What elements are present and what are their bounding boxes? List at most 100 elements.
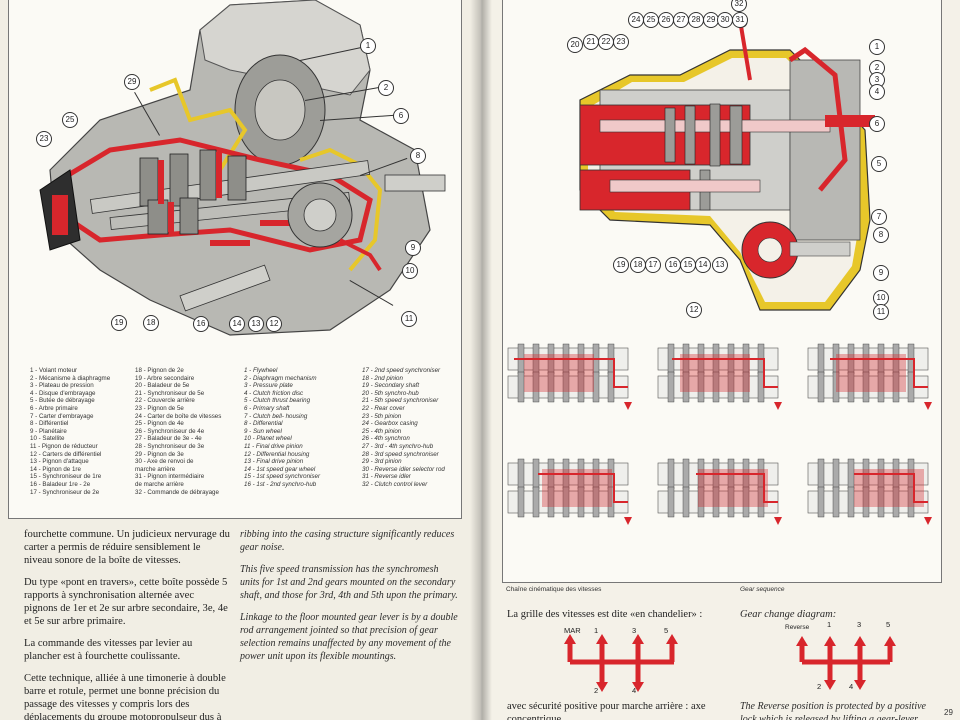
callout-6: 6 <box>393 108 409 124</box>
rc-31: 31 <box>732 12 748 28</box>
shift-en-1: 1 <box>827 620 832 629</box>
en-paragraph-3: Linkage to the floor mounted gear lever … <box>240 612 458 662</box>
legend-item: 6 - Arbre primaire <box>30 404 78 412</box>
rc-5: 5 <box>871 156 887 172</box>
callout-12: 12 <box>266 316 282 332</box>
rc-13: 13 <box>712 257 728 273</box>
legend-item: 16 - 1st - 2nd synchro-hub <box>244 480 317 488</box>
rc-19: 19 <box>613 257 629 273</box>
legend-item: 4 - Clutch friction disc <box>244 389 304 397</box>
gear-sequence-cell <box>807 343 932 410</box>
fr-paragraph-2: Du type «pont en travers», cette boîte p… <box>24 577 228 627</box>
legend-item: 12 - Differential housing <box>244 450 310 458</box>
legend-item: 18 - 2nd pinion <box>362 374 403 382</box>
rc-30: 30 <box>717 12 733 28</box>
rc-14: 14 <box>695 257 711 273</box>
transmission-cutaway-illustration <box>39 0 446 336</box>
gear-sequence-cell <box>507 458 632 525</box>
callout-9: 9 <box>405 240 421 256</box>
grille-heading-en: Gear change diagram: <box>740 609 837 620</box>
legend-item: 15 - Synchroniseur de 1re <box>30 473 102 481</box>
rc-15: 15 <box>680 257 696 273</box>
legend-item: 32 - Clutch control lever <box>362 480 428 488</box>
legend-item: 24 - Carter de boîte de vitesses <box>135 412 222 420</box>
legend-item: 15 - 1st speed synchroniser <box>244 473 321 481</box>
rc-22: 22 <box>598 34 614 50</box>
rc-4: 4 <box>869 84 885 100</box>
legend-item: 27 - 3rd - 4th synchro-hub <box>362 442 434 450</box>
legend-item: 5 - Clutch thrust bearing <box>244 397 311 405</box>
legend-item: 5 - Butée de débrayage <box>30 397 95 405</box>
legend-item: 17 - Synchroniseur de 2e <box>30 488 100 496</box>
legend-item: 24 - Gearbox casing <box>362 420 418 428</box>
rc-7: 7 <box>871 209 887 225</box>
rc-32: 32 <box>731 0 747 12</box>
book-spine-shadow <box>470 0 492 720</box>
legend-item: 25 - Pignon de 4e <box>135 420 184 428</box>
rc-24: 24 <box>628 12 644 28</box>
caption-fr: Chaîne cinématique des vitesses <box>506 586 602 593</box>
en-paragraph-1: ribbing into the casing structure signif… <box>240 529 455 553</box>
legend-item: 20 - Baladeur de 5e <box>135 382 190 390</box>
gear-sequence-cell <box>657 343 782 410</box>
callout-11: 11 <box>401 311 417 327</box>
fr-paragraph-3: La commande des vitesses par levier au p… <box>24 638 193 662</box>
legend-item: 30 - Axe de renvoi de <box>135 458 194 466</box>
legend-item: 9 - Sun wheel <box>244 427 282 435</box>
legend-item: 28 - 3rd speed synchroniser <box>362 450 439 458</box>
gear-sequence-cell <box>657 458 782 525</box>
french-body-text: fourchette commune. Un judicieux nervura… <box>24 528 230 720</box>
shift-en-3: 3 <box>857 620 862 629</box>
rc-12: 12 <box>686 302 702 318</box>
callout-23: 23 <box>36 131 52 147</box>
rc-21: 21 <box>583 34 599 50</box>
legend-item: 26 - Synchroniseur de 4e <box>135 427 205 435</box>
legend-item: 16 - Baladeur 1re - 2e <box>30 480 91 488</box>
callout-1: 1 <box>360 38 376 54</box>
page-number: 29 <box>944 708 953 717</box>
legend-item: 11 - Final drive pinion <box>244 442 303 450</box>
callout-10: 10 <box>402 263 418 279</box>
callout-2: 2 <box>378 80 394 96</box>
legend-item: 3 - Plateau de pression <box>30 382 94 390</box>
legend-item: 19 - Arbre secondaire <box>135 374 195 382</box>
legend-item: 10 - Planet wheel <box>244 435 292 443</box>
legend-item: 9 - Planétaire <box>30 427 67 435</box>
legend-item: 11 - Pignon de réducteur <box>30 442 98 450</box>
callout-16: 16 <box>193 316 209 332</box>
legend-item: 3 - Pressure plate <box>244 382 293 390</box>
callout-19: 19 <box>111 315 127 331</box>
legend-item: 32 - Commande de débrayage <box>135 488 219 496</box>
callout-14: 14 <box>229 316 245 332</box>
legend-item: 20 - 5th synchro-hub <box>362 389 419 397</box>
rc-16: 16 <box>665 257 681 273</box>
shift-pattern-en <box>796 636 896 690</box>
legend-item: 8 - Différentiel <box>30 420 69 428</box>
legend-item: 12 - Carters de différentiel <box>30 450 102 458</box>
rc-26: 26 <box>658 12 674 28</box>
shift-fr-3: 3 <box>632 626 637 635</box>
legend-item: 21 - Synchroniseur de 5e <box>135 389 205 397</box>
gear-sequence-diagrams <box>507 343 932 525</box>
legend-item: 23 - 5th pinion <box>362 412 402 420</box>
rc-6: 6 <box>869 116 885 132</box>
legend-item: 28 - Synchroniseur de 3e <box>135 442 205 450</box>
legend-item: 23 - Pignon de 5e <box>135 404 184 412</box>
legend-item: 29 - Pignon de 3e <box>135 450 184 458</box>
rc-8: 8 <box>873 227 889 243</box>
rc-28: 28 <box>688 12 704 28</box>
callout-25: 25 <box>62 112 78 128</box>
gear-sequence-cell <box>807 458 932 525</box>
en-paragraph-2: This five speed transmission has the syn… <box>240 564 458 601</box>
rc-23: 23 <box>613 34 629 50</box>
caption-en: Gear sequence <box>740 586 785 593</box>
shift-fr-reverse: MAR <box>564 626 581 635</box>
legend-item: 13 - Pignon d'attaque <box>30 458 89 466</box>
shift-en-5: 5 <box>886 620 891 629</box>
shift-en-2: 2 <box>817 682 822 691</box>
right-page: 32 24 25 26 27 28 29 30 31 20 21 22 23 1… <box>480 0 960 720</box>
legend-item: 25 - 4th pinion <box>362 427 402 435</box>
legend-item: 19 - Secondary shaft <box>362 382 420 390</box>
